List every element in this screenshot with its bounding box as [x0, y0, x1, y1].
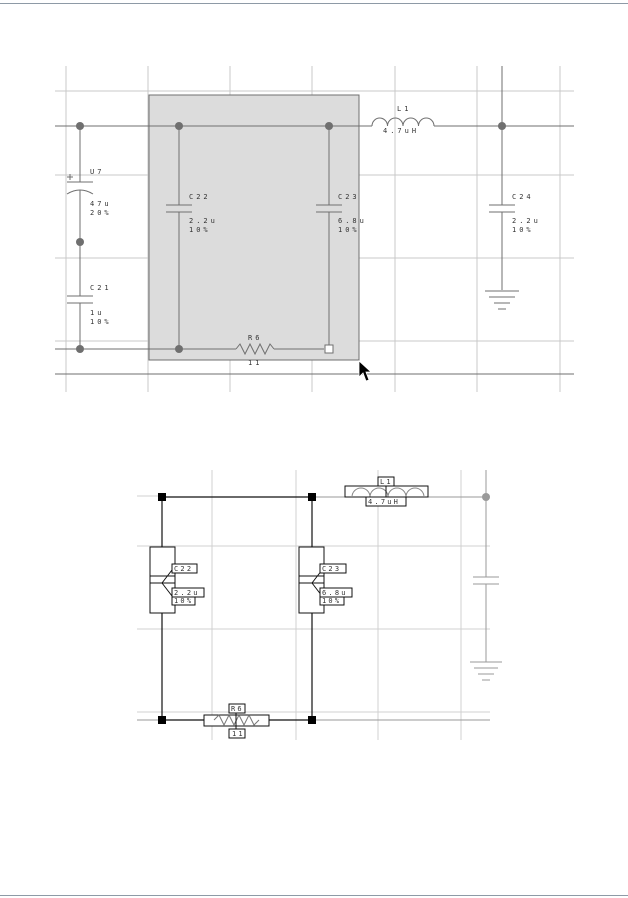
bottom-schematic: C22 2.2u 10% C23 6.8u 10% R6 11 [137, 470, 502, 740]
pin-end-marker[interactable] [324, 344, 334, 354]
u7-ref: U7 [90, 168, 104, 176]
bottom-wires [161, 496, 313, 721]
c22-sel-ref: C22 [174, 565, 193, 573]
c24-ref: C24 [512, 193, 534, 201]
u7-tol: 20% [90, 209, 112, 217]
r6-value: 11 [248, 359, 262, 367]
c23-sel-value: 6.8u [322, 589, 348, 597]
c23-selected[interactable]: C23 6.8u 10% [298, 546, 353, 614]
r6-sel-value: 11 [232, 730, 245, 738]
c24-tol: 10% [512, 226, 534, 234]
ground-symbol [485, 290, 519, 310]
top-page-rule [0, 3, 628, 4]
junction-dot-right [482, 493, 490, 501]
r6-ref: R6 [248, 334, 262, 342]
l1-sel-value: 4.7uH [368, 498, 400, 506]
l1-ref: L1 [397, 105, 411, 113]
u7-value: 47u [90, 200, 112, 208]
c22-sel-value: 2.2u [174, 589, 200, 597]
c22-tol: 10% [189, 226, 211, 234]
junction-dots [76, 122, 506, 353]
l1-value: 4.7uH [383, 127, 419, 135]
selection-handles[interactable] [158, 493, 316, 724]
selection-box[interactable] [148, 94, 360, 361]
top-schematic: L1 4.7uH U7 47u 20% C22 2.2u 10% C23 6.8… [55, 66, 574, 392]
c21-value: 1u [90, 309, 104, 317]
c22-value: 2.2u [189, 217, 218, 225]
c22-sel-tol: 10% [174, 597, 193, 605]
c23-tol: 10% [338, 226, 360, 234]
bottom-grid [137, 470, 490, 740]
c21-tol: 10% [90, 318, 112, 326]
l1-sel-ref: L1 [380, 478, 393, 486]
top-wires [55, 66, 574, 375]
bottom-page-rule [0, 895, 628, 896]
c24-value: 2.2u [512, 217, 541, 225]
c23-ref: C23 [338, 193, 360, 201]
resistor-r6 [235, 342, 275, 356]
top-capacitors [66, 174, 515, 304]
c23-sel-tol: 10% [322, 597, 341, 605]
c22-selected[interactable]: C22 2.2u 10% [149, 546, 205, 614]
l1-partial[interactable]: L1 4.7uH [344, 476, 429, 507]
r6-sel-ref: R6 [231, 705, 244, 713]
c23-value: 6.8u [338, 217, 367, 225]
c22-ref: C22 [189, 193, 211, 201]
c21-ref: C21 [90, 284, 112, 292]
arrow-pointer-icon [358, 360, 373, 382]
c23-sel-ref: C23 [322, 565, 341, 573]
inductor-l1 [371, 117, 435, 127]
r6-selected[interactable]: R6 11 [203, 703, 270, 739]
